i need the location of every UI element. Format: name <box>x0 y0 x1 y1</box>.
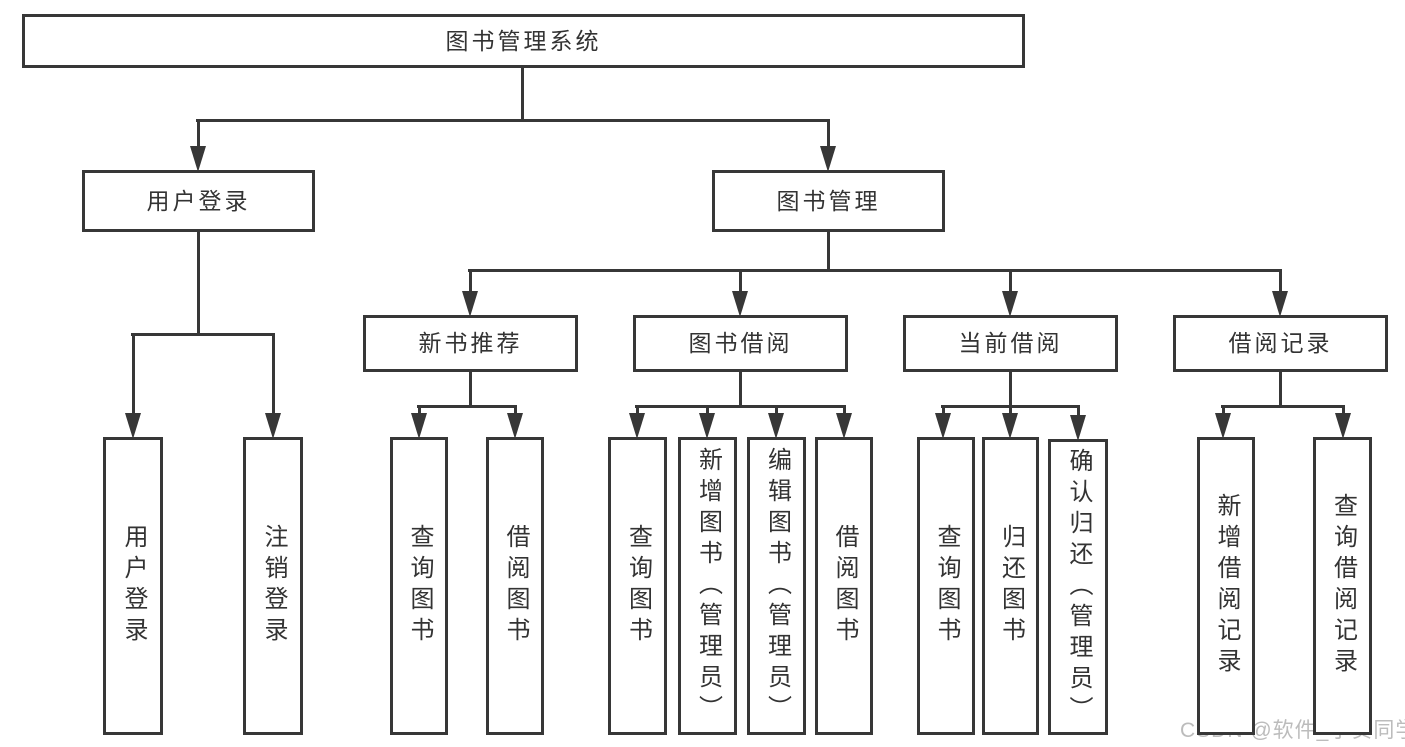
connector-line <box>739 371 742 407</box>
arrowhead-down-icon <box>820 146 836 172</box>
node-confirm-return-admin: 确认归还（管理员） <box>1048 439 1108 735</box>
arrow-stem <box>1222 405 1225 415</box>
arrowhead-down-icon <box>507 413 523 439</box>
arrow-stem <box>775 405 778 415</box>
node-logout: 注销登录 <box>243 437 303 735</box>
arrowhead-down-icon <box>265 413 281 439</box>
arrow-stem <box>197 119 200 148</box>
node-add-borrow-record: 新增借阅记录 <box>1197 437 1255 735</box>
arrowhead-down-icon <box>935 413 951 439</box>
connector-line <box>131 333 275 336</box>
arrow-stem <box>514 405 517 415</box>
connector-line <box>521 67 524 121</box>
arrowhead-down-icon <box>1335 413 1351 439</box>
node-library-system-root: 图书管理系统 <box>22 14 1025 68</box>
arrow-stem <box>942 405 945 415</box>
node-book-borrowing: 图书借阅 <box>633 315 848 372</box>
arrow-stem <box>843 405 846 415</box>
node-query-books-3: 查询图书 <box>917 437 975 735</box>
connector-line <box>1009 371 1012 407</box>
node-book-management: 图书管理 <box>712 170 945 232</box>
arrowhead-down-icon <box>1070 415 1086 441</box>
connector-line <box>197 231 200 335</box>
node-edit-books-admin: 编辑图书（管理员） <box>747 437 806 735</box>
node-add-books-admin: 新增图书（管理员） <box>678 437 737 735</box>
arrow-stem <box>418 405 421 415</box>
node-query-books-2: 查询图书 <box>608 437 667 735</box>
arrow-stem <box>827 119 830 148</box>
arrowhead-down-icon <box>629 413 645 439</box>
connector-line <box>1279 371 1282 407</box>
connector-line <box>635 405 846 408</box>
node-current-borrowing: 当前借阅 <box>903 315 1118 372</box>
arrowhead-down-icon <box>836 413 852 439</box>
arrowhead-down-icon <box>125 413 141 439</box>
arrowhead-down-icon <box>1002 291 1018 317</box>
arrowhead-down-icon <box>768 413 784 439</box>
node-borrow-books-2: 借阅图书 <box>815 437 873 735</box>
arrow-stem <box>1009 269 1012 293</box>
node-query-books-1: 查询图书 <box>390 437 448 735</box>
connector-line <box>1221 405 1345 408</box>
node-user-login: 用户登录 <box>103 437 163 735</box>
arrowhead-down-icon <box>462 291 478 317</box>
arrow-stem <box>739 269 742 293</box>
arrowhead-down-icon <box>190 146 206 172</box>
node-return-books: 归还图书 <box>982 437 1039 735</box>
arrow-stem <box>1009 405 1012 415</box>
node-new-book-recommend: 新书推荐 <box>363 315 578 372</box>
arrowhead-down-icon <box>699 413 715 439</box>
arrowhead-down-icon <box>1002 413 1018 439</box>
arrow-stem <box>1342 405 1345 415</box>
arrow-stem <box>132 333 135 415</box>
arrowhead-down-icon <box>732 291 748 317</box>
arrow-stem <box>706 405 709 415</box>
arrow-stem <box>469 269 472 293</box>
arrowhead-down-icon <box>1215 413 1231 439</box>
connector-line <box>468 269 1282 272</box>
arrow-stem <box>636 405 639 415</box>
node-user-login-group: 用户登录 <box>82 170 315 232</box>
connector-line <box>827 231 830 271</box>
arrow-stem <box>1077 405 1080 417</box>
arrowhead-down-icon <box>1272 291 1288 317</box>
connector-line <box>469 371 472 407</box>
connector-line <box>417 405 517 408</box>
arrow-stem <box>1279 269 1282 293</box>
node-query-borrow-record: 查询借阅记录 <box>1313 437 1372 735</box>
node-borrow-books-1: 借阅图书 <box>486 437 544 735</box>
node-borrowing-records: 借阅记录 <box>1173 315 1388 372</box>
arrowhead-down-icon <box>411 413 427 439</box>
arrow-stem <box>272 333 275 415</box>
connector-line <box>196 119 830 122</box>
